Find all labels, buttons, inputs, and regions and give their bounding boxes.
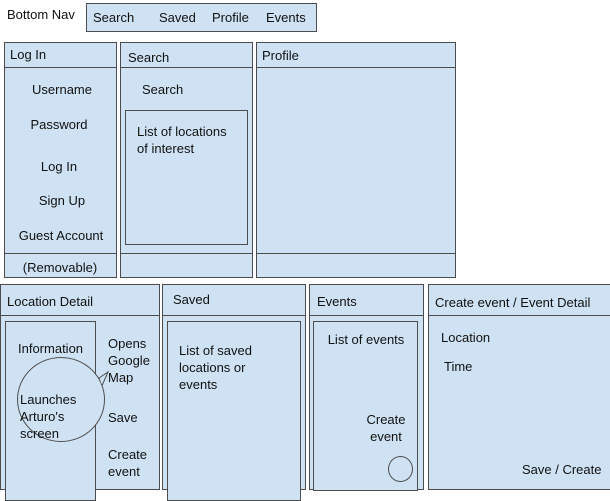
create-event-title: Create event / Event Detail (435, 295, 591, 310)
event-time-field[interactable]: Time (444, 359, 473, 374)
create-event-button[interactable]: Create event (108, 447, 148, 479)
launches-screen-bubble (17, 357, 105, 442)
profile-title: Profile (262, 48, 299, 63)
profile-header-divider (257, 67, 455, 68)
create-event-fab[interactable] (388, 456, 413, 482)
login-footer-note: (Removable) (22, 260, 98, 275)
profile-screen: Profile (256, 42, 456, 278)
saved-header-divider (163, 315, 305, 316)
saved-list-panel: List of saved locations or events (167, 321, 301, 501)
nav-item-saved[interactable]: Saved (159, 10, 196, 25)
search-screen: Search Search List of locations of inter… (120, 42, 253, 278)
username-field[interactable]: Username (32, 82, 92, 97)
search-header-divider (121, 67, 252, 68)
events-list-text: List of events (327, 332, 405, 347)
events-screen: Events List of events Create event (309, 284, 424, 491)
location-detail-title: Location Detail (7, 294, 93, 309)
events-title: Events (317, 294, 357, 309)
login-screen: Log In Username Password Log In Sign Up … (4, 42, 117, 278)
nav-item-search[interactable]: Search (93, 10, 135, 25)
open-google-map-link[interactable]: Opens Google Map (108, 336, 150, 385)
bottom-nav-label: Bottom Nav (7, 7, 75, 22)
speech-bubble-tail-cover (0, 0, 610, 490)
search-footer-divider (121, 253, 252, 254)
information-text: Information (18, 341, 84, 356)
launches-screen-text: Launches Arturo's screen (20, 392, 77, 441)
profile-footer-divider (257, 253, 455, 254)
login-header-divider (5, 67, 116, 68)
nav-item-events[interactable]: Events (266, 10, 306, 25)
location-detail-header-divider (1, 315, 159, 316)
events-header-divider (310, 315, 423, 316)
search-title: Search (128, 50, 170, 65)
save-create-button[interactable]: Save / Create (522, 462, 602, 477)
nav-item-profile[interactable]: Profile (212, 10, 249, 25)
create-event-label: Create event (366, 412, 406, 444)
login-button[interactable]: Log In (40, 159, 78, 174)
sign-up-button[interactable]: Sign Up (38, 193, 86, 208)
search-input[interactable]: Search (142, 82, 184, 97)
login-title: Log In (10, 47, 47, 62)
create-event-screen: Create event / Event Detail Location Tim… (428, 284, 610, 490)
password-field[interactable]: Password (30, 117, 88, 132)
create-event-header-divider (429, 315, 610, 316)
search-results-list: List of locations of interest (125, 110, 248, 245)
saved-screen: Saved List of saved locations or events (162, 284, 306, 501)
guest-account-button[interactable]: Guest Account (18, 228, 104, 243)
events-list-panel: List of events Create event (313, 321, 418, 491)
save-location-button[interactable]: Save (108, 410, 138, 425)
search-list-text: List of locations of interest (137, 124, 227, 156)
bottom-nav-bar: Search Saved Profile Events (86, 3, 317, 32)
event-location-field[interactable]: Location (441, 330, 491, 345)
saved-title: Saved (173, 292, 210, 307)
login-footer-divider (5, 253, 116, 254)
saved-list-text: List of saved locations or events (179, 343, 252, 392)
